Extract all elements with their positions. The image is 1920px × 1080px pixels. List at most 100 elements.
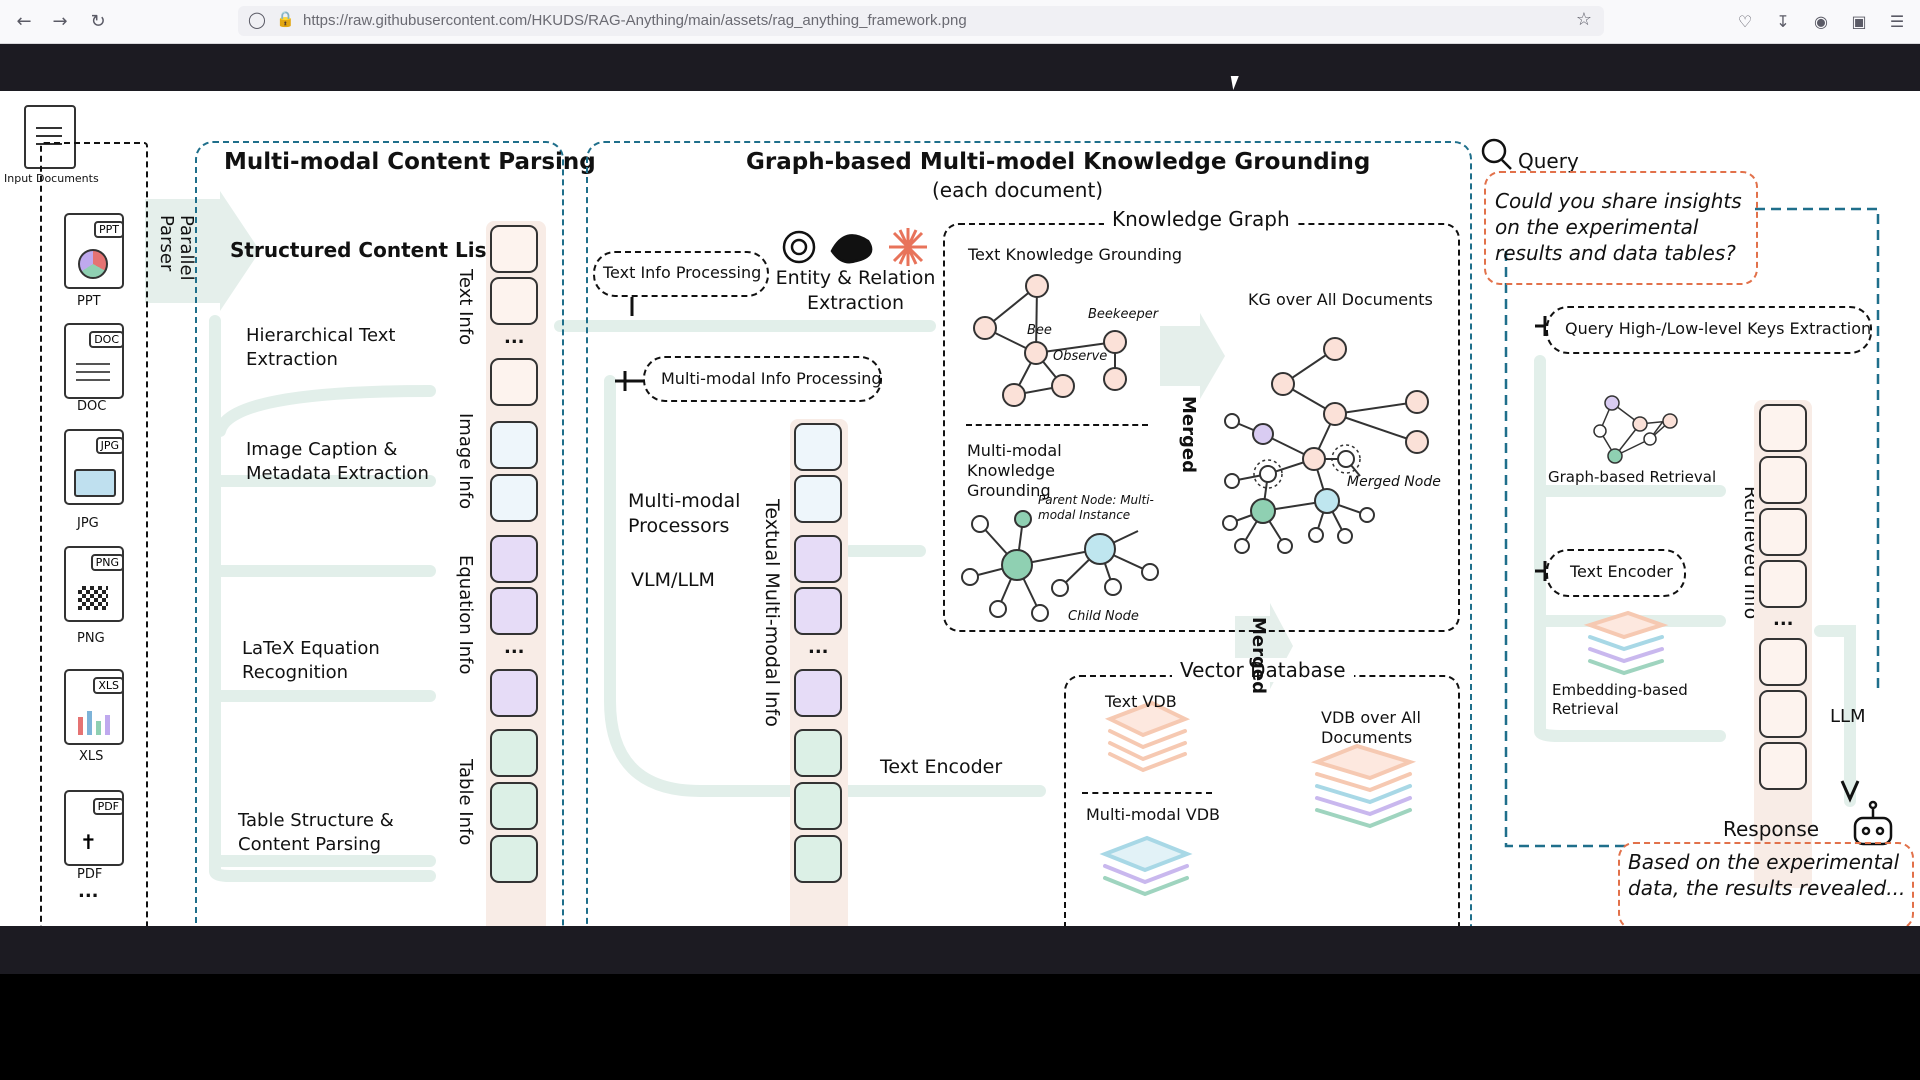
parent-node-label: Parent Node: Multi-modal Instance — [1038, 493, 1154, 522]
pocket-icon[interactable]: ♡ — [1737, 12, 1753, 31]
equation-cell — [490, 587, 538, 635]
bookmark-star-icon[interactable]: ☆ — [1575, 9, 1592, 30]
image-caption-step: Image Caption & Metadata Extraction — [246, 439, 429, 484]
graph-retrieval-label: Graph-based Retrieval — [1548, 468, 1717, 486]
text-encoder-label: Text Encoder — [880, 756, 1003, 778]
downloads-icon[interactable]: ↧ — [1776, 12, 1790, 31]
entity-relation-label: Entity & Relation Extraction — [775, 267, 936, 314]
knowledge-graph-title-wrap: Knowledge Graph — [1104, 207, 1298, 231]
pdf-label: PDF — [77, 867, 103, 882]
jpg-label: JPG — [77, 516, 99, 531]
menu-icon[interactable]: ☰ — [1889, 12, 1905, 31]
viewer-background-bottom — [0, 926, 1920, 974]
ellipsis: ... — [504, 637, 525, 658]
picture-icon — [74, 469, 116, 497]
image-cell — [490, 474, 538, 522]
forward-icon[interactable]: → — [52, 11, 68, 32]
mm-info-processing-box — [643, 356, 882, 402]
text-info-processing-box — [593, 251, 769, 297]
flow-arrow — [1814, 625, 1856, 807]
vdb-merged-label: Merged — [1248, 617, 1269, 694]
figure-drawing — [145, 138, 1893, 897]
shield-icon[interactable]: ◯ — [248, 10, 266, 29]
xls-label: XLS — [79, 749, 104, 764]
pdf-file-icon: PDF ✝ — [64, 790, 124, 866]
vdb-divider — [1082, 792, 1212, 794]
image-cell — [490, 421, 538, 469]
retrieved-cell — [1759, 456, 1807, 504]
table-parsing-step: Table Structure & Content Parsing — [238, 810, 394, 855]
ppt-file-icon: PPT — [64, 213, 124, 289]
viewer-background-top — [0, 44, 1920, 91]
doc-file-icon: DOC — [64, 323, 124, 399]
retrieved-cell — [1759, 638, 1807, 686]
input-documents-label: Input Documents — [4, 172, 99, 185]
equation-cell — [794, 535, 842, 583]
content-parsing-title: Multi-modal Content Parsing — [224, 149, 596, 175]
retrieved-cell — [1759, 742, 1807, 790]
vlm-llm-label: VLM/LLM — [631, 569, 715, 591]
mm-kg-label: Multi-modal Knowledge Grounding — [967, 441, 1062, 500]
knowledge-grounding-panel — [586, 141, 1472, 926]
equation-info-label: Equation Info — [455, 555, 476, 675]
table-cell — [794, 782, 842, 830]
kg-merged-label: Merged — [1178, 396, 1199, 473]
framework-figure: Input Documents PPT PPT DOC DOC JPG JPG … — [0, 91, 1920, 926]
pdf-symbol-icon: ✝ — [80, 830, 97, 854]
query-box — [1484, 171, 1758, 285]
knowledge-graph-box — [943, 223, 1460, 632]
keys-extraction-label: Query High-/Low-level Keys Extraction — [1565, 319, 1872, 338]
account-icon[interactable]: ◉ — [1814, 12, 1828, 31]
knowledge-grounding-subtitle: (each document) — [932, 178, 1104, 202]
ellipsis: ... — [808, 637, 829, 658]
deepseek-icon — [830, 234, 873, 264]
table-cell — [490, 782, 538, 830]
vdb-all-label: VDB over All Documents — [1321, 708, 1421, 747]
reload-icon[interactable]: ↻ — [90, 11, 106, 32]
knowledge-graph-title: Knowledge Graph — [1112, 207, 1290, 231]
text-cell — [490, 225, 538, 273]
pie-chart-icon — [78, 249, 108, 279]
doc-tag: DOC — [89, 331, 124, 348]
more-documents: ... — [78, 881, 99, 902]
kg-all-label: KG over All Documents — [1248, 290, 1433, 309]
keys-extraction-box — [1546, 306, 1872, 354]
text-extraction-step: Hierarchical Text Extraction — [246, 325, 396, 370]
table-cell — [490, 835, 538, 883]
lock-icon[interactable]: 🔒 — [276, 10, 295, 28]
image-cell — [794, 475, 842, 523]
table-cell — [794, 729, 842, 777]
retrieval-text-encoder-box — [1546, 549, 1686, 597]
url-bar[interactable]: ◯ 🔒 https://raw.githubusercontent.com/HK… — [238, 6, 1604, 36]
observe-label: Observe — [1053, 349, 1108, 364]
merged-arrow — [1160, 313, 1225, 399]
retrieved-cell — [1759, 560, 1807, 608]
llm-label: LLM — [1830, 706, 1866, 727]
claude-icon — [889, 228, 927, 266]
embedding-retrieval-label: Embedding-based Retrieval — [1552, 681, 1688, 718]
structured-list-label: Structured Content List — [230, 238, 497, 262]
input-documents-box — [40, 142, 148, 926]
png-tag: PNG — [90, 554, 124, 571]
extensions-icon[interactable]: ▣ — [1851, 12, 1867, 31]
text-info-processing-label: Text Info Processing — [603, 263, 762, 282]
knowledge-grounding-title: Graph-based Multi-model Knowledge Ground… — [746, 149, 1371, 175]
equation-cell — [490, 535, 538, 583]
ppt-tag: PPT — [94, 221, 124, 238]
back-icon[interactable]: ← — [16, 11, 32, 32]
vector-database-title: Vector Database — [1180, 658, 1346, 682]
equation-cell — [794, 587, 842, 635]
query-label: Query — [1518, 149, 1579, 173]
text-vdb-label: Text VDB — [1105, 692, 1177, 711]
pdf-tag: PDF — [92, 798, 124, 815]
xls-tag: XLS — [93, 677, 124, 694]
url-text[interactable]: https://raw.githubusercontent.com/HKUDS/… — [303, 12, 967, 29]
image-cell — [794, 423, 842, 471]
input-documents-icon — [24, 105, 76, 169]
response-text: Based on the experimental data, the resu… — [1628, 850, 1906, 900]
flow-arrow — [604, 375, 1046, 797]
text-kg-label: Text Knowledge Grounding — [968, 245, 1183, 264]
bee-label: Bee — [1027, 323, 1052, 338]
query-text: Could you share insights on the experime… — [1495, 189, 1742, 265]
xls-file-icon: XLS — [64, 669, 124, 745]
